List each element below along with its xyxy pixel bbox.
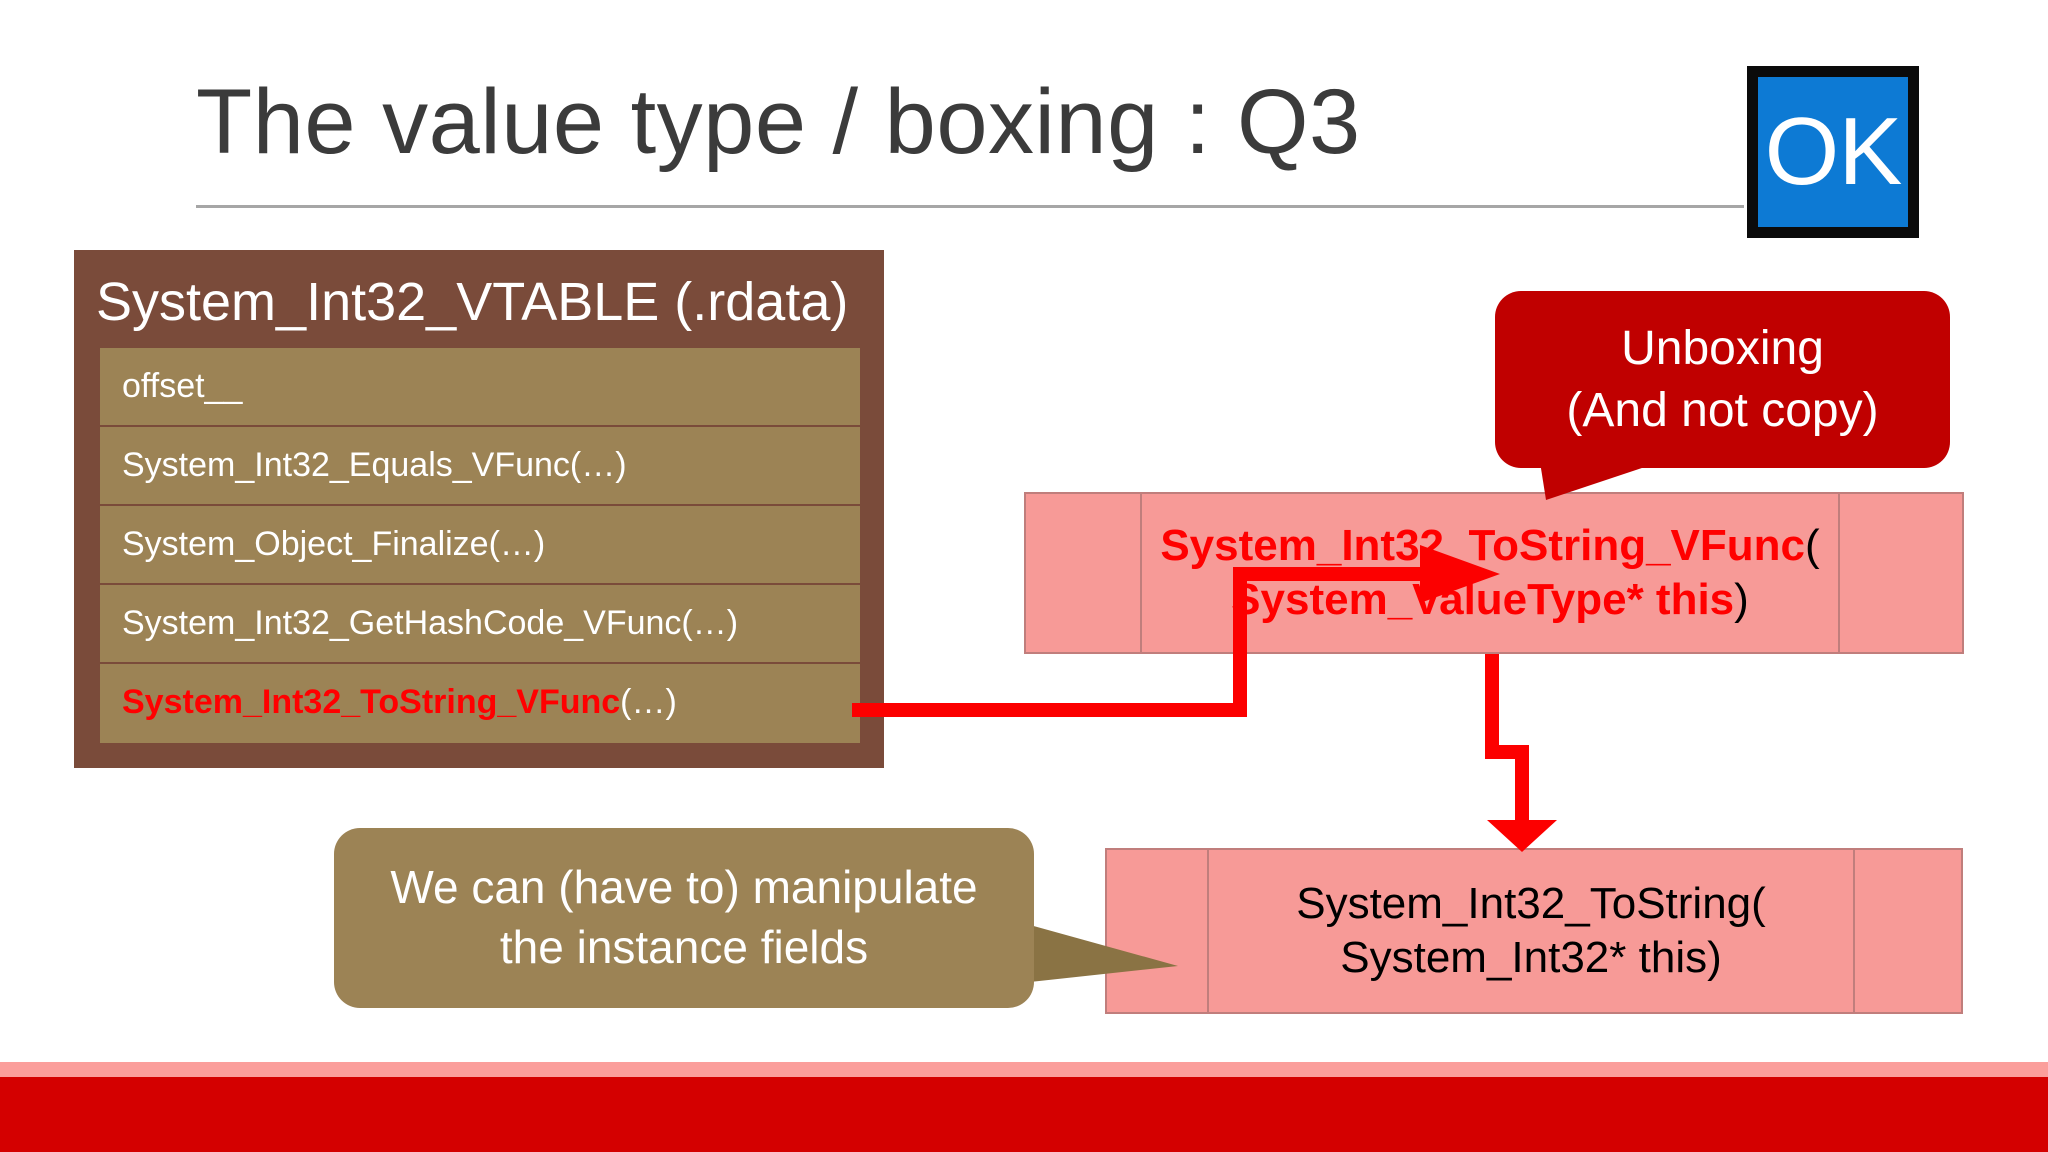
vtable-row-label: System_Int32_GetHashCode_VFunc(…) (122, 604, 739, 642)
memory-cell-content: System_Int32_ToString_VFunc( System_Valu… (1142, 494, 1840, 652)
ok-badge-label: OK (1758, 77, 1908, 227)
arrow-vfunc-to-impl (1485, 654, 1557, 852)
impl-name: System_Int32_ToString( (1296, 879, 1766, 929)
vfunc-open-paren: ( (1805, 521, 1820, 571)
memory-cell-left (1107, 850, 1209, 1012)
memory-cell-content: System_Int32_ToString( System_Int32* thi… (1209, 850, 1855, 1012)
memory-box-impl: System_Int32_ToString( System_Int32* thi… (1105, 848, 1963, 1014)
impl-param: System_Int32* this) (1340, 933, 1722, 982)
table-row: offset__ (100, 348, 860, 427)
vfunc-name: System_Int32_ToString_VFunc (1160, 521, 1806, 571)
page-title: The value type / boxing : Q3 (196, 71, 1361, 173)
callout-unboxing-line1: Unboxing (1621, 322, 1824, 376)
footer-band-pink (0, 1062, 2048, 1077)
footer-band-red (0, 1077, 2048, 1152)
vtable-row-label-rest: (…) (620, 683, 677, 721)
memory-cell-right (1855, 850, 1961, 1012)
callout-unboxing: Unboxing (And not copy) (1495, 291, 1950, 468)
table-row: System_Int32_GetHashCode_VFunc(…) (100, 585, 860, 664)
callout-manipulate-line1: We can (have to) manipulate (390, 861, 978, 914)
vtable-panel: System_Int32_VTABLE (.rdata) offset__ Sy… (74, 250, 884, 768)
callout-manipulate-line2: the instance fields (499, 921, 869, 973)
memory-box-vfunc: System_Int32_ToString_VFunc( System_Valu… (1024, 492, 1964, 654)
vfunc-close-paren: ) (1734, 575, 1749, 624)
title-divider (196, 205, 1744, 208)
callout-manipulate: We can (have to) manipulate the instance… (334, 828, 1034, 1008)
table-row: System_Object_Finalize(…) (100, 506, 860, 585)
callout-unboxing-line2: (And not copy) (1566, 383, 1879, 437)
table-row-highlighted: System_Int32_ToString_VFunc(…) (100, 664, 860, 743)
ok-badge: OK (1747, 66, 1919, 238)
memory-cell-right (1840, 494, 1962, 652)
vfunc-param: System_ValueType* this (1231, 575, 1735, 624)
vtable-row-list: offset__ System_Int32_Equals_VFunc(…) Sy… (100, 348, 860, 743)
vtable-row-label: System_Object_Finalize(…) (122, 525, 546, 563)
vtable-row-label: System_Int32_Equals_VFunc(…) (122, 446, 627, 484)
vtable-row-label-highlight: System_Int32_ToString_VFunc (122, 683, 621, 721)
vtable-row-label: offset__ (122, 367, 243, 405)
memory-cell-left (1026, 494, 1142, 652)
table-row: System_Int32_Equals_VFunc(…) (100, 427, 860, 506)
vtable-header-label: System_Int32_VTABLE (.rdata) (96, 272, 849, 332)
